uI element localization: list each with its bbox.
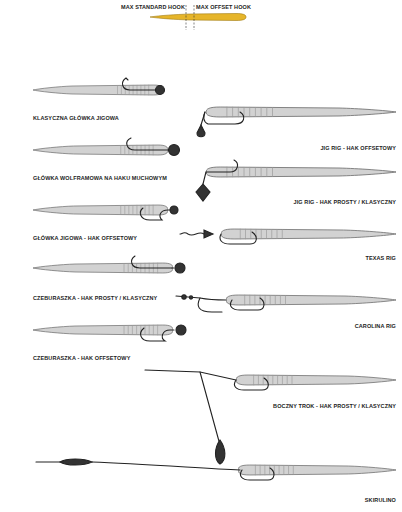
rig-label: MAX STANDARD HOOK	[121, 5, 185, 11]
rig-label: SKIRULINO	[365, 498, 396, 504]
rig-label: TEXAS RIG	[365, 256, 396, 262]
rig-label: BOCZNY TROK - HAK PROSTY / KLASYCZNY	[273, 404, 396, 410]
rig-label: CZEBURASZKA - HAK PROSTY / KLASYCZNY	[33, 296, 157, 302]
rig-label: JIG RIG - HAK OFFSETOWY	[320, 146, 396, 152]
rig-label: GŁÓWKA WOLFRAMOWA NA HAKU MUCHOWYM	[33, 176, 167, 182]
rig-label: KLASYCZNA GŁÓWKA JIGOWA	[33, 116, 119, 122]
rig-label: JIG RIG - HAK PROSTY / KLASYCZNY	[294, 200, 396, 206]
rig-label: CZEBURASZKA - HAK OFFSETOWY	[33, 356, 130, 362]
rig-label: GŁÓWKA JIGOWA - HAK OFFSETOWY	[33, 236, 137, 242]
rig-label: MAX OFFSET HOOK	[196, 5, 251, 11]
rig-label: CAROLINA RIG	[355, 324, 396, 330]
